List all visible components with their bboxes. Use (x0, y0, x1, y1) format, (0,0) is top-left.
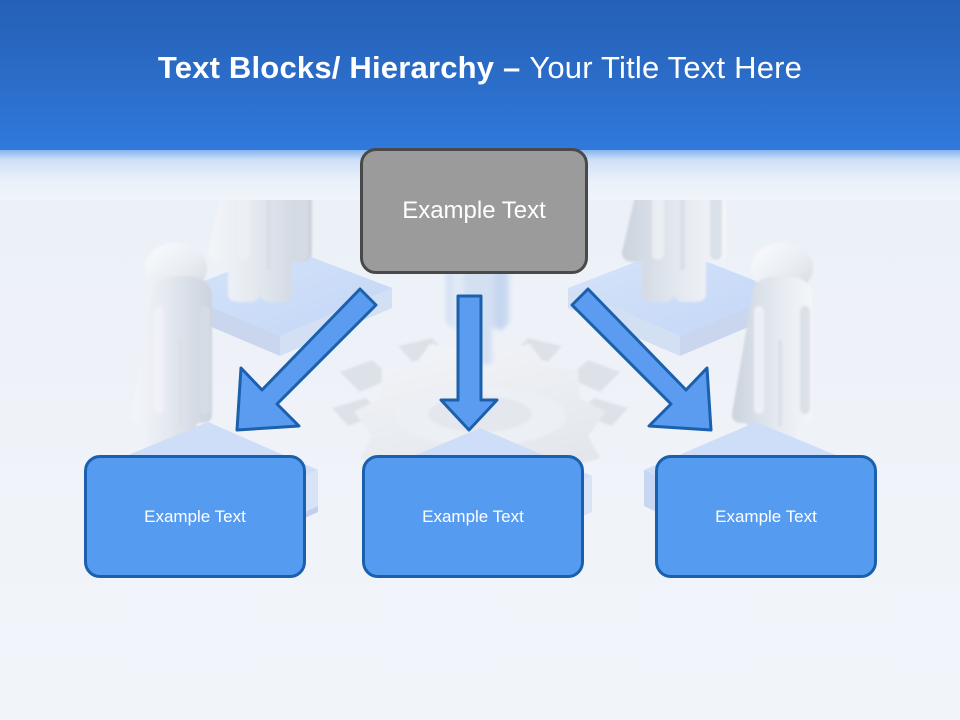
person-figure-front-right (732, 243, 813, 471)
page-title-dash: – (503, 50, 530, 85)
person-figure-front-left (132, 243, 212, 471)
page-title: Text Blocks/ Hierarchy – Your Title Text… (0, 50, 960, 86)
page-title-light: Your Title Text Here (529, 50, 803, 85)
page-title-bold: Text Blocks/ Hierarchy (157, 50, 504, 85)
parent-text-box[interactable]: Example Text (360, 148, 588, 274)
child-text-box-3[interactable]: Example Text (655, 455, 877, 578)
child-text-box-2[interactable]: Example Text (362, 455, 584, 578)
child-text-box-1[interactable]: Example Text (84, 455, 306, 578)
